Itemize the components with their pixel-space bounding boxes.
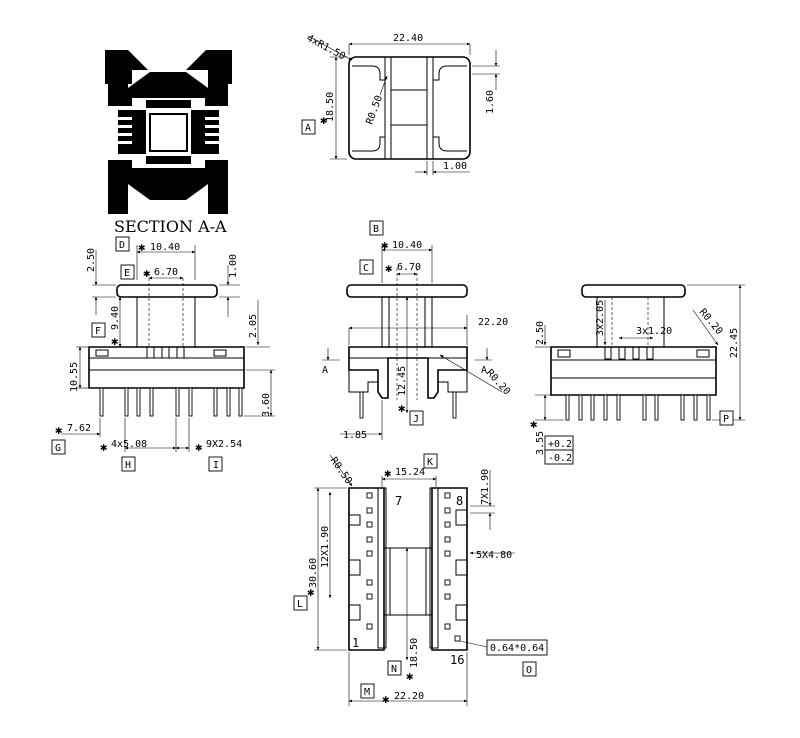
ref-d: D xyxy=(119,240,125,251)
pin-size: 0.64*0.64 xyxy=(490,643,544,654)
tol-minus: -0.2 xyxy=(548,453,572,464)
svg-text:✱: ✱ xyxy=(138,240,145,254)
svg-text:✱: ✱ xyxy=(381,238,388,252)
end-height: 22.45 xyxy=(729,328,740,358)
pin-1-label: 1 xyxy=(352,636,359,650)
front-total-h: 10.55 xyxy=(69,362,80,392)
bottom-core-len: 18.50 xyxy=(409,638,420,668)
section-mark-right: A xyxy=(481,365,487,376)
end-radius: R0.20 xyxy=(697,307,725,337)
top-height-label: 18.50 xyxy=(325,92,336,122)
front-top-width: 10.40 xyxy=(150,242,180,253)
side-view: ✱ 10.40 ✱ 6.70 22.20 A A R0.20 12.45 ✱ 1… xyxy=(322,220,512,441)
section-mark-left: A xyxy=(322,365,328,376)
ref-g: G xyxy=(55,443,61,454)
end-slot-pitch: 3x1.20 xyxy=(636,326,672,337)
ref-k: K xyxy=(427,457,433,468)
ref-a: A xyxy=(305,123,311,134)
end-slots: 3x2.05 xyxy=(595,300,606,336)
svg-text:✱: ✱ xyxy=(55,423,62,437)
side-offset: 1.85 xyxy=(343,430,367,441)
bottom-total-w: 22.20 xyxy=(394,691,424,702)
svg-text:✱: ✱ xyxy=(384,466,391,480)
pin-16-label: 16 xyxy=(450,653,464,667)
bottom-radius: R0.50 xyxy=(328,455,354,486)
top-width-label: 22.40 xyxy=(393,33,423,44)
svg-text:✱: ✱ xyxy=(307,585,314,599)
bottom-view: R0.50 ✱ 15.24 7X1.90 12X1.90 5X4.80 30.6… xyxy=(293,453,548,706)
side-base-w: 22.20 xyxy=(478,317,508,328)
bottom-pitch-right: 7X1.90 xyxy=(480,469,491,505)
end-pin-len: 3.55 xyxy=(535,431,546,455)
svg-text:✱: ✱ xyxy=(143,266,150,280)
end-gap: 2.50 xyxy=(535,321,546,345)
front-top-gap: 2.50 xyxy=(86,248,97,272)
tol-plus: +0.2 xyxy=(548,439,572,450)
ref-h: H xyxy=(125,460,131,471)
svg-text:✱: ✱ xyxy=(100,440,107,454)
top-view: 22.40 4xR1.50 18.50 ✱ R0.50 1.60 1.00 A xyxy=(301,33,500,175)
top-radius-label: R0.50 xyxy=(364,94,385,126)
svg-text:✱: ✱ xyxy=(406,669,413,683)
side-inner-width: 6.70 xyxy=(397,262,421,273)
section-title: SECTION A-A xyxy=(114,217,227,236)
top-flange-label: 1.60 xyxy=(485,90,496,114)
pin-7-label: 7 xyxy=(395,494,402,508)
front-step: 2.05 xyxy=(248,314,259,338)
front-pins xyxy=(99,387,243,417)
side-core-h: 12.45 xyxy=(397,366,408,396)
svg-text:✱: ✱ xyxy=(385,261,392,275)
ref-m: M xyxy=(364,687,370,698)
svg-text:✱: ✱ xyxy=(382,692,389,706)
side-fillet: R0.20 xyxy=(484,368,512,398)
ref-o: O xyxy=(526,665,532,676)
ref-e: E xyxy=(124,268,130,279)
section-a-a-view: SECTION A-A xyxy=(105,50,232,236)
front-edge: 7.62 xyxy=(67,423,91,434)
ref-i: I xyxy=(213,460,219,471)
front-pin-pitch: 9X2.54 xyxy=(206,439,242,450)
top-slot-label: 1.00 xyxy=(443,161,467,172)
ref-p: P xyxy=(723,414,729,425)
bottom-pins-left xyxy=(366,492,373,630)
svg-text:✱: ✱ xyxy=(398,401,405,415)
bottom-total-len: 30.60 xyxy=(308,558,319,588)
front-inner-width: 6.70 xyxy=(154,267,178,278)
ref-l: L xyxy=(297,599,303,610)
ref-n: N xyxy=(391,664,397,675)
end-pins xyxy=(565,394,711,421)
top-corner-label: 4xR1.50 xyxy=(305,33,347,63)
svg-text:✱: ✱ xyxy=(530,417,537,431)
bottom-row-spacing: 15.24 xyxy=(395,467,425,478)
bottom-pins-right xyxy=(444,492,461,642)
front-flange-t: 1.00 xyxy=(228,254,239,278)
end-view: 3x2.05 3x1.20 R0.20 22.45 2.50 3.55 ✱ +0… xyxy=(530,284,745,465)
side-top-width: 10.40 xyxy=(392,240,422,251)
svg-text:✱: ✱ xyxy=(111,334,118,348)
front-pin-len: 3.60 xyxy=(261,393,272,417)
svg-text:✱: ✱ xyxy=(195,440,202,454)
ref-c: C xyxy=(363,263,369,274)
ref-j: J xyxy=(413,414,419,425)
front-row-pitch: 4x5.08 xyxy=(111,439,147,450)
front-body-h: 9.40 xyxy=(110,306,121,330)
svg-text:✱: ✱ xyxy=(320,113,327,127)
bottom-slot-pitch: 5X4.80 xyxy=(476,550,512,561)
pin-8-label: 8 xyxy=(456,494,463,508)
ref-b: B xyxy=(373,224,379,235)
bottom-pitch-left: 12X1.90 xyxy=(320,526,331,568)
front-view: ✱ 10.40 ✱ 6.70 2.50 1.00 9.40 ✱ 2.05 10.… xyxy=(51,236,275,472)
ref-f: F xyxy=(95,326,101,337)
